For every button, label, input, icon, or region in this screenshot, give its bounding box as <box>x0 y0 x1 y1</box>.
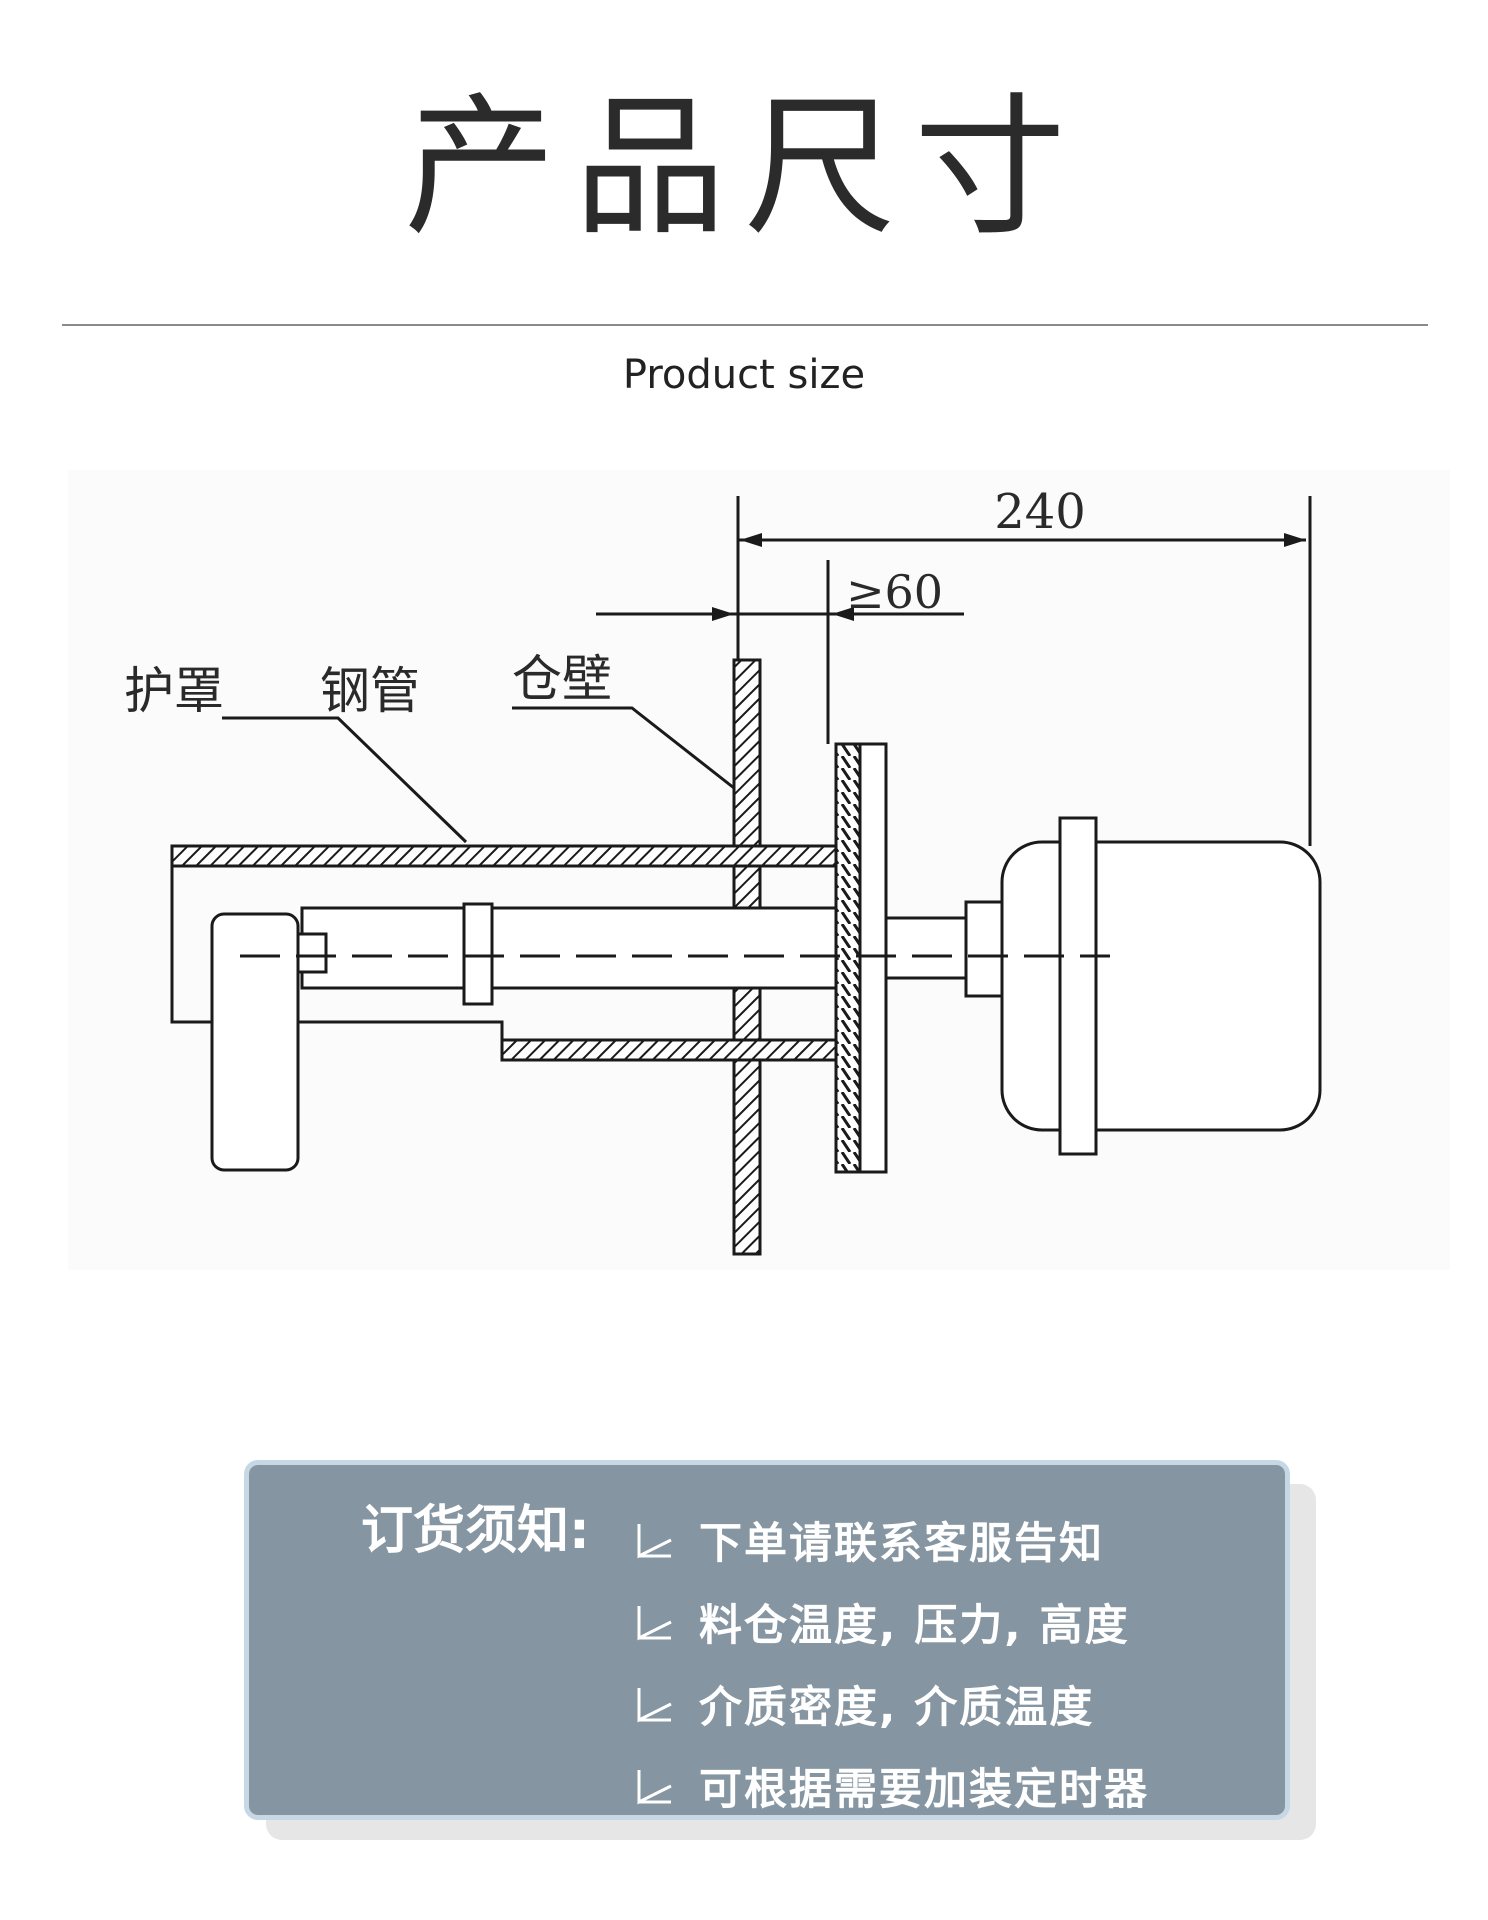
label-silo-wall: 仓壁 <box>512 650 612 708</box>
label-shield: 护罩 <box>124 662 224 720</box>
shaft-output <box>884 916 968 980</box>
paddle <box>210 912 300 1172</box>
arrow-icon <box>1284 533 1306 547</box>
notice-item-text: 下单请联系客服告知 <box>699 1519 1104 1569</box>
triangle-arrow-icon <box>637 1770 672 1805</box>
product-dimension-diagram: 240 ≥60 护罩 钢管 仓壁 <box>124 484 1322 1256</box>
triangle-arrow-icon <box>637 1606 672 1641</box>
triangle-arrow-icon <box>637 1524 672 1559</box>
upper-pipe <box>170 844 838 868</box>
page-title: 产品尺寸 <box>404 79 1084 256</box>
coupling <box>964 900 1006 998</box>
shield-outline <box>170 866 504 1040</box>
paddle-hub <box>296 932 328 974</box>
dim-insertion-label: ≥60 <box>846 565 943 619</box>
divider <box>62 324 1428 326</box>
motor-flange <box>1058 816 1098 1156</box>
shaft <box>300 906 838 990</box>
order-notice-panel: 订货须知: 下单请联系客服告知 料仓温度, 压力, 高度 介质密度, 介质温度 <box>244 1460 1290 1820</box>
notice-list: 下单请联系客服告知 料仓温度, 压力, 高度 介质密度, 介质温度 可根据需要加… <box>633 1499 1149 1827</box>
label-steel-pipe: 钢管 <box>320 662 420 720</box>
lower-pipe <box>500 1038 838 1062</box>
list-item: 可根据需要加装定时器 <box>633 1745 1149 1827</box>
notice-item-text: 介质密度, 介质温度 <box>699 1683 1095 1733</box>
notice-item-text: 料仓温度, 压力, 高度 <box>699 1601 1130 1651</box>
page-subtitle: Product size <box>622 352 866 398</box>
arrow-icon <box>712 607 734 621</box>
arrow-icon <box>740 533 762 547</box>
list-item: 料仓温度, 压力, 高度 <box>633 1581 1149 1663</box>
arrow-icon <box>832 607 854 621</box>
notice-item-text: 可根据需要加装定时器 <box>699 1765 1149 1815</box>
motor-body <box>1000 840 1322 1132</box>
triangle-arrow-icon <box>637 1688 672 1723</box>
shaft-collar <box>462 902 494 1006</box>
leader-silo-wall <box>512 706 735 790</box>
notice-title: 订货须知: <box>361 1501 590 1561</box>
dim-total-label: 240 <box>994 484 1086 540</box>
flange-plate <box>858 742 888 1174</box>
list-item: 下单请联系客服告知 <box>633 1499 1149 1581</box>
flange-ring <box>834 742 862 1174</box>
list-item: 介质密度, 介质温度 <box>633 1663 1149 1745</box>
